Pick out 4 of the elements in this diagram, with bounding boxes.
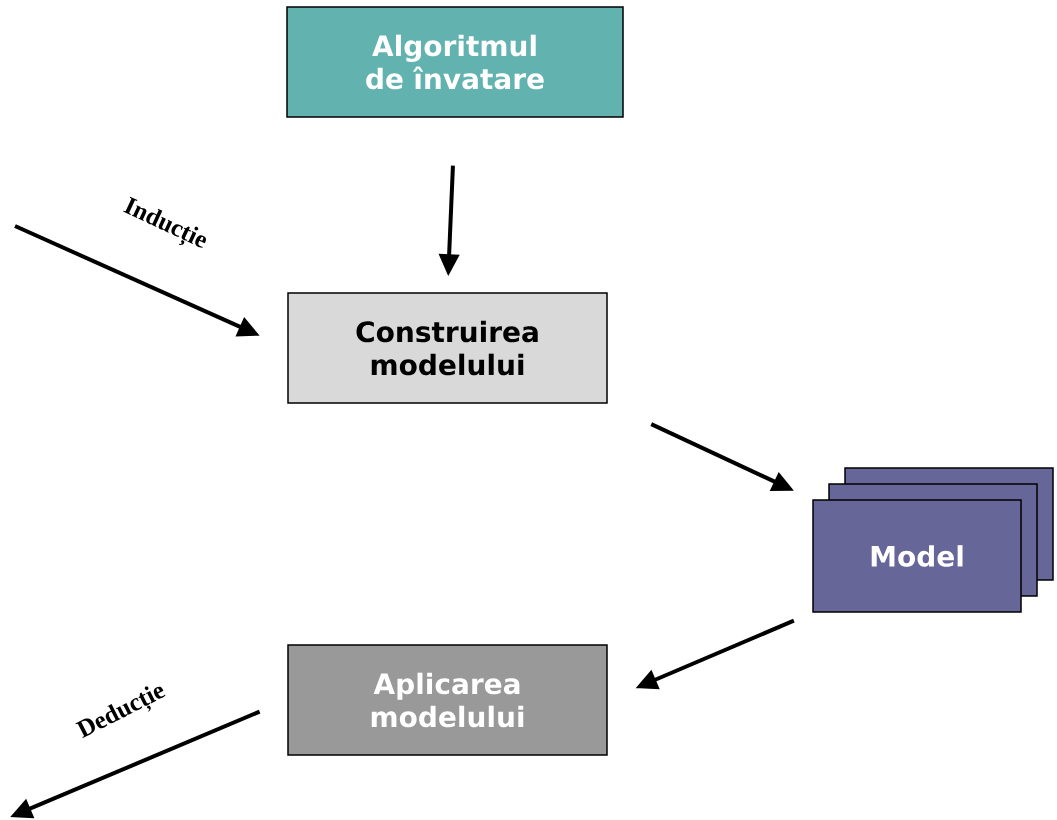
process-box: Aplicarea modelului bbox=[287, 644, 608, 756]
card-stack: Model bbox=[812, 467, 1054, 613]
process-box: Construirea modelului bbox=[287, 292, 608, 404]
title-box: Algoritmul de învatare bbox=[286, 6, 624, 118]
